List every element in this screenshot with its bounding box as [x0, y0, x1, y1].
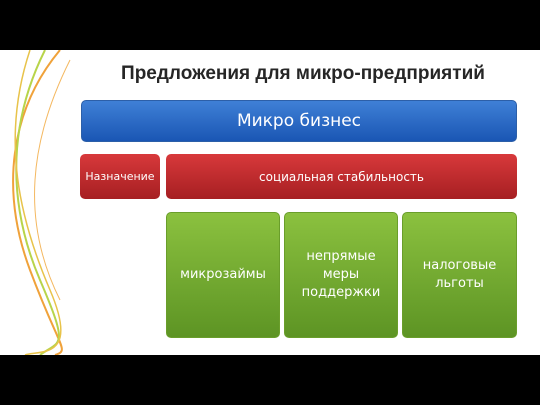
microloans-box: микрозаймы: [166, 212, 280, 338]
page-title: Предложения для микро-предприятий: [121, 63, 485, 84]
slide: Предложения для микро-предприятий Микро …: [0, 50, 540, 355]
purpose-value-box: социальная стабильность: [166, 154, 517, 199]
purpose-label-box: Назначение: [80, 154, 160, 199]
decorative-swirl-lines: [12, 50, 71, 355]
micro-business-box: Микро бизнес: [81, 100, 517, 142]
indirect-support-box: непрямые меры поддержки: [284, 212, 398, 338]
tax-benefits-box: налоговые льготы: [402, 212, 517, 338]
